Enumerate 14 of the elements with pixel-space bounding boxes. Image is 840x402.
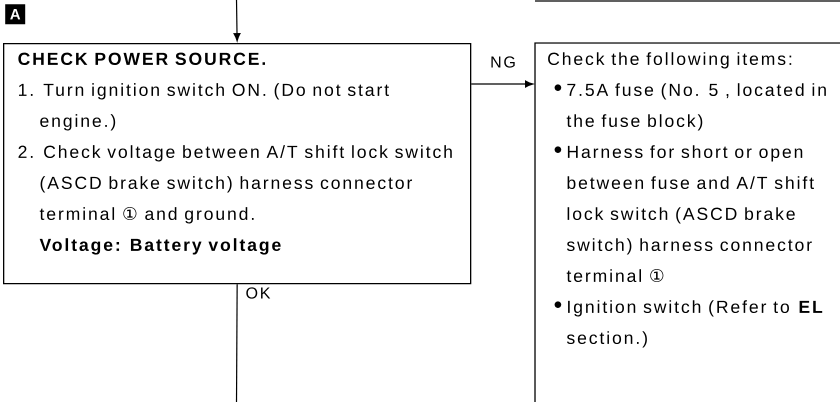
list-item: Harness for short or open between fuse and A/T shift lock switch (ASCD brake switch) harness connector terminal ① bbox=[554, 145, 814, 282]
step-text: 2. Check voltage between A/T shift lock switch (ASCD brake switch) harness connector terminal ① and ground. bbox=[18, 145, 452, 224]
edge-label: OK bbox=[246, 287, 270, 299]
heading-text: CHECK POWER SOURCE. bbox=[18, 52, 265, 66]
edge-label: NG bbox=[491, 56, 515, 68]
arrow bbox=[471, 80, 534, 88]
process-box bbox=[3, 43, 472, 284]
list-item: 7.5A fuse (No. 5 , located in the fuse block) bbox=[554, 83, 826, 130]
result-text: Voltage: Battery voltage bbox=[40, 238, 281, 255]
heading-text: Check the following items: bbox=[548, 52, 792, 69]
step-text: 1. Turn ignition switch ON. (Do not start engine.) bbox=[18, 83, 389, 130]
list-item: Ignition switch (Refer to EL section.) bbox=[554, 300, 822, 348]
arrow bbox=[234, 0, 241, 42]
process-box bbox=[534, 42, 840, 402]
